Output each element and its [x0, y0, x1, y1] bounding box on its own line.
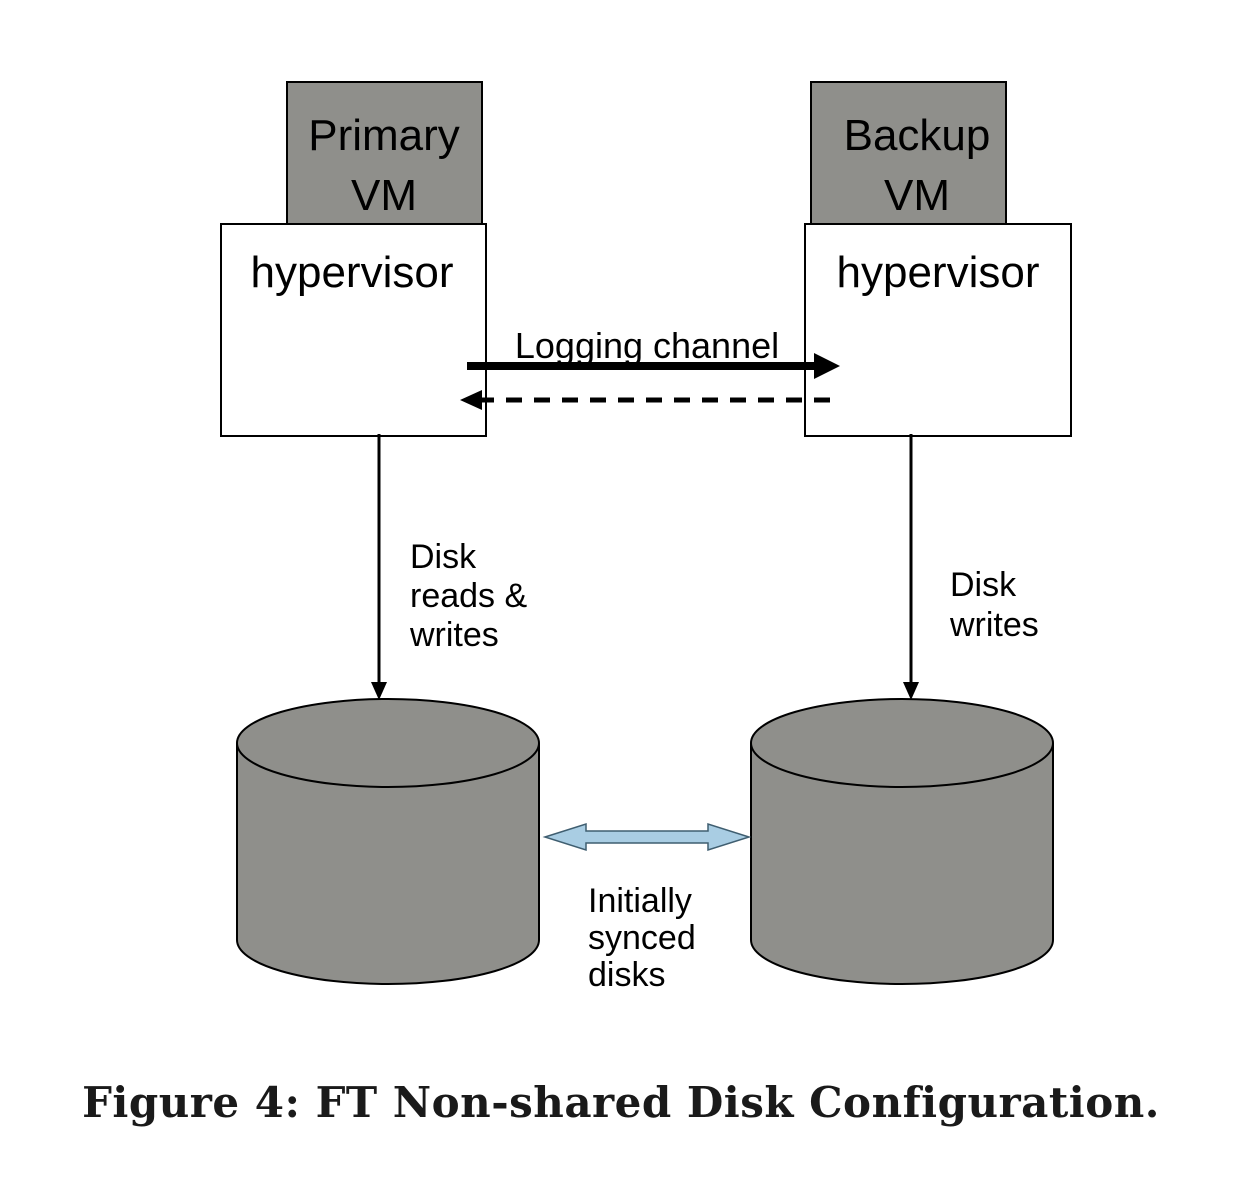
- logging-channel-label: Logging channel: [515, 325, 779, 366]
- backup-vm-label-line1: Backup: [844, 111, 991, 160]
- logging-channel-arrowhead: [814, 353, 840, 379]
- primary-hypervisor-label: hypervisor: [251, 248, 454, 297]
- backup-disk-arrowhead: [903, 682, 919, 700]
- ack-dashed-arrowhead: [460, 390, 482, 410]
- backup-disk-label-line2: writes: [949, 606, 1039, 644]
- sync-label-line1: Initially: [588, 882, 692, 920]
- primary-vm-box: [286, 81, 483, 225]
- primary-hypervisor-box: [220, 223, 487, 437]
- sync-label-line2: synced: [588, 919, 696, 957]
- backup-hypervisor-box: [804, 223, 1072, 437]
- primary-disk-cylinder: [236, 698, 540, 985]
- sync-label-line3: disks: [588, 956, 665, 994]
- backup-vm-box: [810, 81, 1007, 225]
- backup-vm-label-line2: VM: [884, 171, 950, 220]
- backup-disk-cylinder: [750, 698, 1054, 985]
- backup-hypervisor-label: hypervisor: [837, 248, 1040, 297]
- primary-disk-label-line3: writes: [409, 616, 499, 654]
- primary-vm-label-line2: VM: [351, 171, 417, 220]
- primary-vm-label-line1: Primary: [308, 111, 460, 160]
- sync-double-arrow: [542, 822, 752, 852]
- primary-disk-arrowhead: [371, 682, 387, 700]
- backup-disk-label-line1: Disk: [950, 566, 1017, 604]
- primary-disk-label-line2: reads &: [410, 577, 527, 615]
- primary-disk-label-line1: Disk: [410, 538, 477, 576]
- figure-caption: Figure 4: FT Non-shared Disk Configurati…: [82, 1078, 1160, 1127]
